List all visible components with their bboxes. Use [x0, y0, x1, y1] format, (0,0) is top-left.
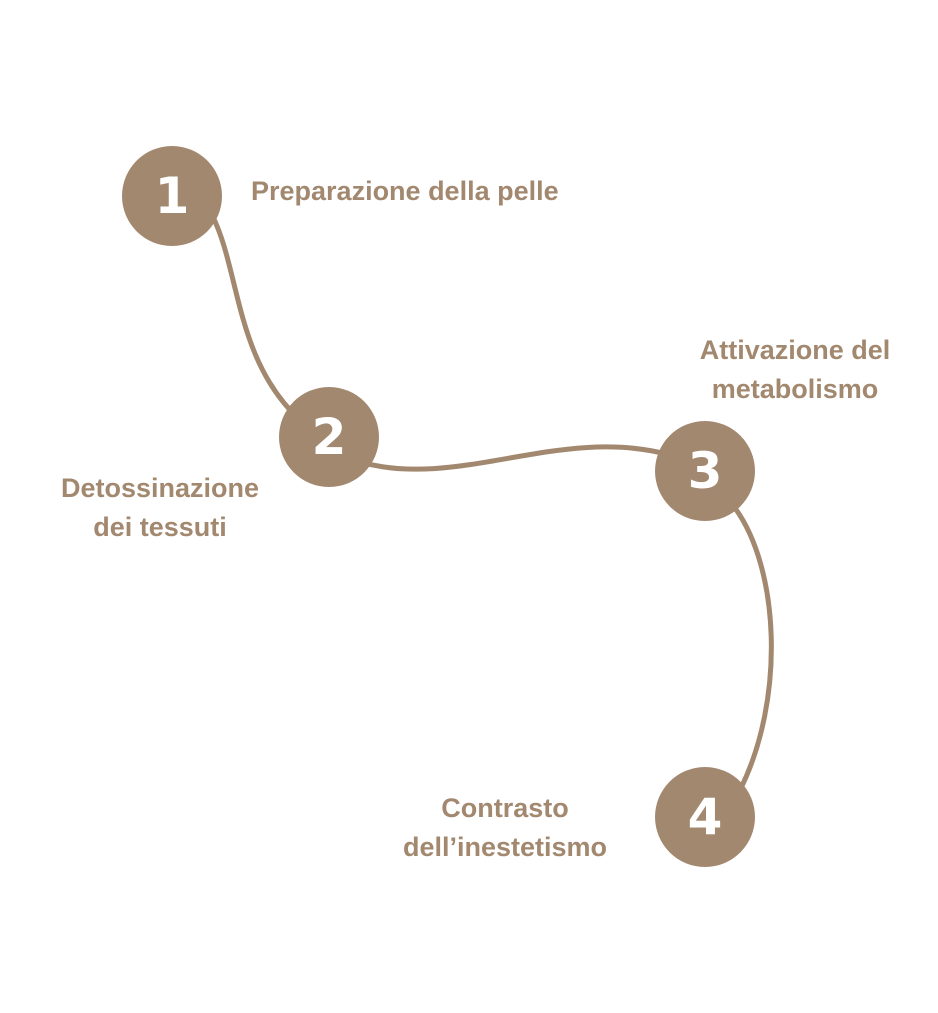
- step-2-badge: 2: [279, 387, 379, 487]
- step-1-badge: 1: [122, 146, 222, 246]
- step-4-label-line-2: dell’inestetismo: [402, 832, 608, 862]
- connector-1-2: [209, 213, 302, 422]
- step-4-label: Contrasto dell’inestetismo: [375, 789, 635, 867]
- step-4-badge: 4: [655, 767, 755, 867]
- connector-2-3: [359, 444, 671, 472]
- step-3-label-line-1: Attivazione del: [699, 335, 891, 365]
- step-2-label-line-2: dei tessuti: [93, 512, 227, 542]
- connector-3-4: [732, 506, 774, 792]
- step-2-label-line-1: Detossinazione: [60, 473, 260, 503]
- step-1-label: Preparazione della pelle: [251, 172, 559, 211]
- step-2-label: Detossinazione dei tessuti: [40, 469, 280, 547]
- step-3-badge: 3: [655, 421, 755, 521]
- step-1-label-line: Preparazione della pelle: [251, 176, 559, 206]
- step-4-label-line-1: Contrasto: [441, 793, 569, 823]
- step-3-label: Attivazione del metabolismo: [675, 331, 915, 409]
- step-3-label-line-2: metabolismo: [711, 374, 879, 404]
